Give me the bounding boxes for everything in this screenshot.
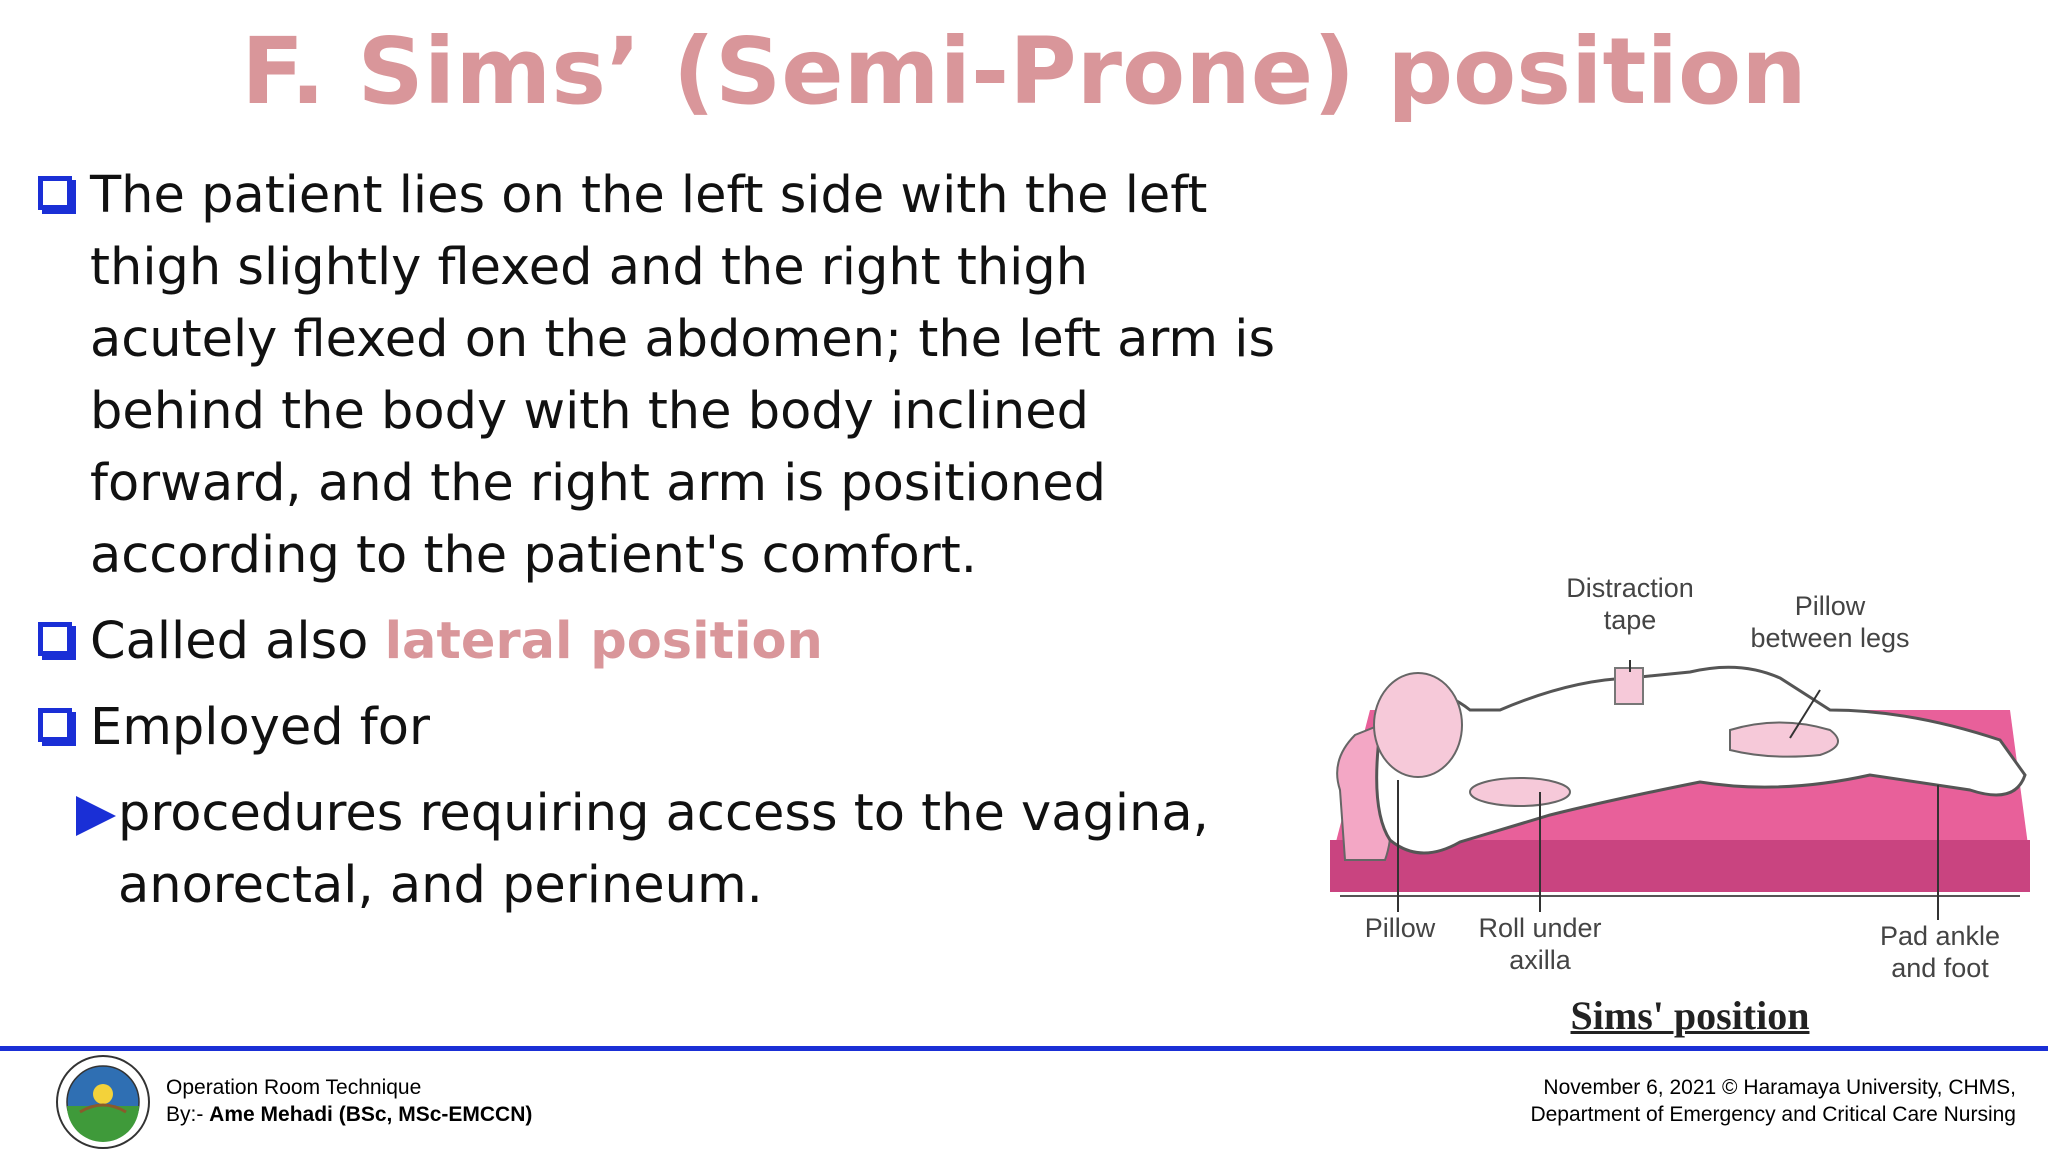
patient-body: [1375, 665, 2027, 855]
bullet-text: Employed for: [90, 698, 430, 757]
label-pad-ankle: Pad ankle and foot: [1879, 921, 2001, 983]
author-name: Ame Mehadi (BSc, MSc-EMCCN): [209, 1103, 533, 1126]
bullet-item: Employed for: [36, 692, 1276, 764]
figure-caption: Sims' position: [1570, 993, 1810, 1038]
author-prefix: By:-: [166, 1103, 210, 1126]
distraction-tape: [1614, 667, 1644, 705]
footer-right: November 6, 2021 © Haramaya University, …: [1530, 1074, 2016, 1128]
checkbox-bullet-icon: [38, 176, 72, 210]
slide-title: F. Sims’ (Semi-Prone) position: [241, 18, 1807, 125]
bullet-text: Called also: [90, 612, 385, 671]
footer-left: Operation Room Technique By:- Ame Mehadi…: [166, 1074, 532, 1128]
bullet-item: Called also lateral position: [36, 606, 1276, 678]
leader-line: [1789, 689, 1821, 739]
label-pillow-between-legs: Pillow between legs: [1750, 591, 1910, 653]
axilla-roll: [1469, 777, 1571, 807]
triangle-bullet-icon: [76, 796, 116, 836]
checkbox-bullet-icon: [38, 708, 72, 742]
bullet-list: The patient lies on the left side with t…: [36, 160, 1276, 922]
course-name: Operation Room Technique: [166, 1076, 422, 1099]
label-pillow: Pillow: [1364, 913, 1436, 943]
sub-bullet-text: procedures requiring access to the vagin…: [118, 784, 1209, 915]
sims-position-figure: Distraction tape Pillow between legs Pil…: [1310, 560, 2048, 1050]
label-roll-under-axilla: Roll under axilla: [1478, 913, 1602, 975]
sub-bullet-item: procedures requiring access to the vagin…: [76, 778, 1276, 922]
sims-position-illustration: [1330, 660, 2030, 920]
date-copyright: November 6, 2021 © Haramaya University, …: [1543, 1076, 2016, 1099]
footer-divider: [0, 1046, 2048, 1051]
patient-head: [1373, 672, 1463, 778]
checkbox-bullet-icon: [38, 622, 72, 656]
highlight-text: lateral position: [384, 612, 823, 671]
author-line: By:- Ame Mehadi (BSc, MSc-EMCCN): [166, 1101, 532, 1128]
university-seal-logo: [56, 1055, 150, 1149]
bullet-item: The patient lies on the left side with t…: [36, 160, 1276, 592]
label-distraction-tape: Distraction tape: [1566, 573, 1694, 635]
department-name: Department of Emergency and Critical Car…: [1530, 1103, 2016, 1126]
leg-pillow: [1729, 721, 1839, 758]
bullet-text: The patient lies on the left side with t…: [90, 166, 1276, 585]
